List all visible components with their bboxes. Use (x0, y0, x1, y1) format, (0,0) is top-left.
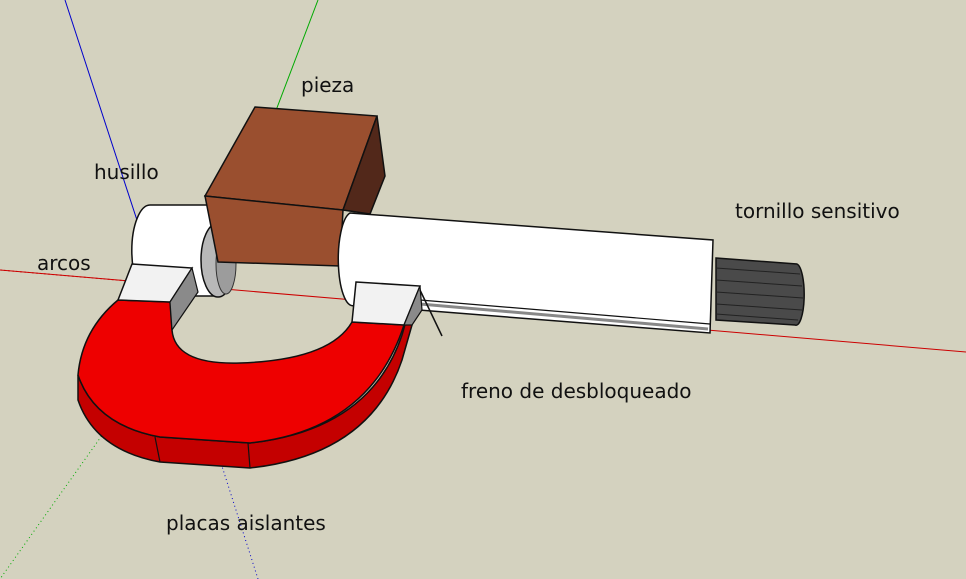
label-placas: placas aislantes (166, 511, 326, 535)
barrel-underside (419, 299, 711, 325)
plate-left-side (169, 266, 199, 332)
thimble-knurl-3 (715, 291, 804, 299)
thimble-knurl-1 (715, 267, 801, 275)
label-freno: freno de desbloqueado (461, 379, 692, 403)
plate-right-side (403, 285, 423, 326)
insulating-plates (116, 263, 423, 332)
red-axis-dotted (0, 269, 141, 283)
thimble-knurl-5 (715, 313, 799, 321)
frame-top (77, 299, 406, 444)
thimble-knurl-2 (715, 279, 803, 287)
green-axis-dotted (0, 409, 121, 579)
label-husillo: husillo (94, 160, 159, 184)
frame-seam-1 (154, 436, 161, 463)
blue-axis (64, 0, 151, 261)
blue-axis-dotted (219, 459, 259, 579)
frame-seam-2 (247, 442, 251, 469)
workpiece (203, 106, 386, 267)
label-arcos: arcos (37, 251, 91, 275)
barrel (337, 212, 714, 334)
brake-lever (419, 289, 443, 337)
thimble (715, 257, 805, 326)
thimble-knurl-4 (715, 303, 803, 311)
label-tornillo-sensitivo: tornillo sensitivo (735, 199, 900, 223)
label-pieza: pieza (301, 73, 355, 97)
barrel-shadow (419, 302, 709, 331)
frame (77, 299, 413, 469)
